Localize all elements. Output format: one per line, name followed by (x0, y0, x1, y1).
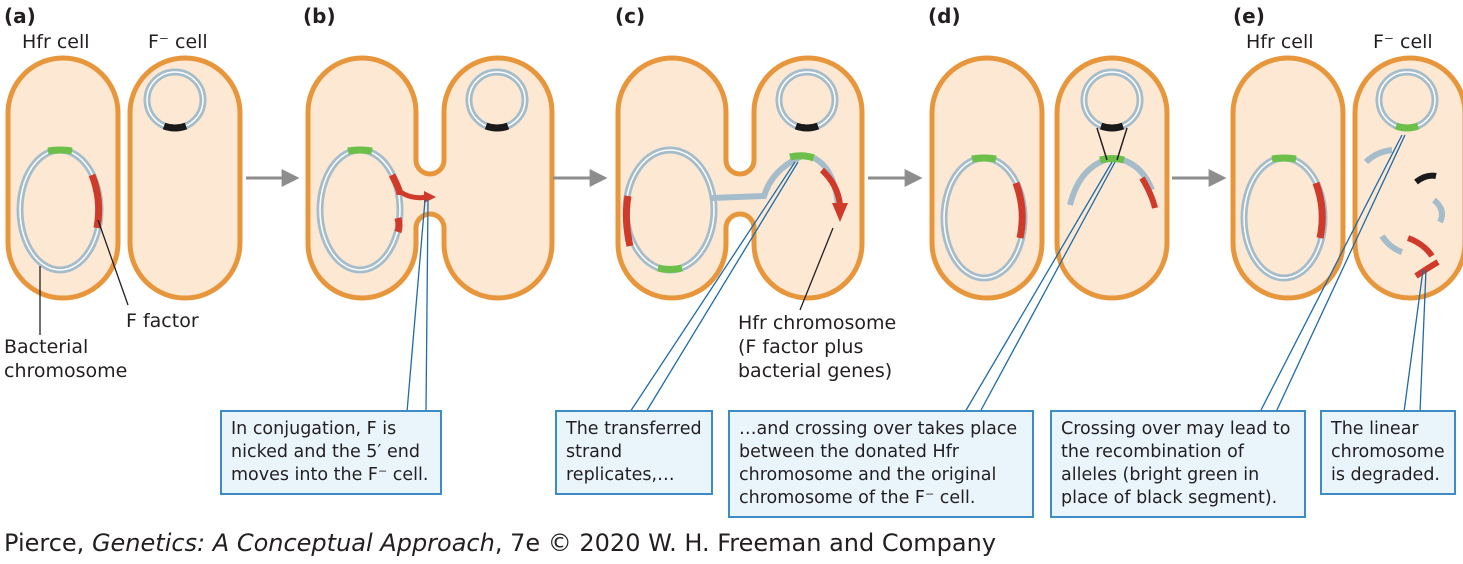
panel-b-drawing (305, 55, 555, 301)
f-factor-label: F factor (126, 310, 199, 332)
hfr-chromosome-label: Hfr chromosome (F factor plus bacterial … (738, 312, 897, 382)
f-factor-pointer (97, 219, 129, 306)
recombined-green-segment-e (1394, 122, 1420, 132)
panel-label-a: (a) (4, 4, 36, 28)
hfr-cell-label-a: Hfr cell (22, 31, 90, 53)
panel-label-d: (d) (928, 4, 961, 28)
green-segment-a (47, 146, 73, 155)
degraded-fragment-2 (1431, 197, 1445, 224)
degraded-fragment-3 (1379, 234, 1404, 255)
f-minus-cell-label-a: F⁻ cell (148, 31, 208, 53)
callout-box-e2: The linear chromosome is degraded. (1320, 410, 1456, 496)
black-segment-a (162, 122, 188, 132)
panel-a-drawing (5, 55, 243, 335)
panel-label-e: (e) (1233, 4, 1265, 28)
callout-box-b: In conjugation, F is nicked and the 5′ e… (220, 410, 442, 496)
conjugating-cells-b (305, 55, 555, 301)
hfr-chromosome-pointer (799, 227, 834, 311)
crossover-line-2 (1116, 127, 1128, 161)
callout-box-c: The transferred strand replicates,… (555, 410, 713, 496)
crossover-line-1 (1096, 127, 1108, 161)
degraded-red-fragment (1406, 235, 1435, 258)
conjugating-cells-c (615, 55, 865, 301)
hfr-cell-label-e: Hfr cell (1246, 31, 1314, 53)
bridge-strand-c (711, 154, 802, 201)
panel-d-drawing (929, 55, 1170, 301)
f-minus-cell-label-e: F⁻ cell (1373, 31, 1433, 53)
panel-label-b: (b) (303, 4, 336, 28)
panel-e-drawing (1230, 55, 1463, 301)
panel-label-c: (c) (615, 4, 646, 28)
callout-leaders (406, 134, 1427, 413)
f-factor-segment-a (88, 173, 103, 229)
hfr-cell-a (5, 55, 121, 301)
hfr-chromosome-strand-c (819, 167, 843, 206)
degraded-black-fragment (1414, 172, 1437, 185)
callout-box-d: …and crossing over takes place between t… (728, 410, 1034, 519)
bacterial-chromosome-label: Bacterial chromosome (4, 336, 128, 382)
credit-line: Pierce, Genetics: A Conceptual Approach,… (4, 529, 997, 557)
degraded-fragment-1 (1363, 147, 1393, 165)
panel-c-drawing (615, 55, 865, 311)
callout-box-e1: Crossing over may lead to the recombinat… (1050, 410, 1306, 519)
